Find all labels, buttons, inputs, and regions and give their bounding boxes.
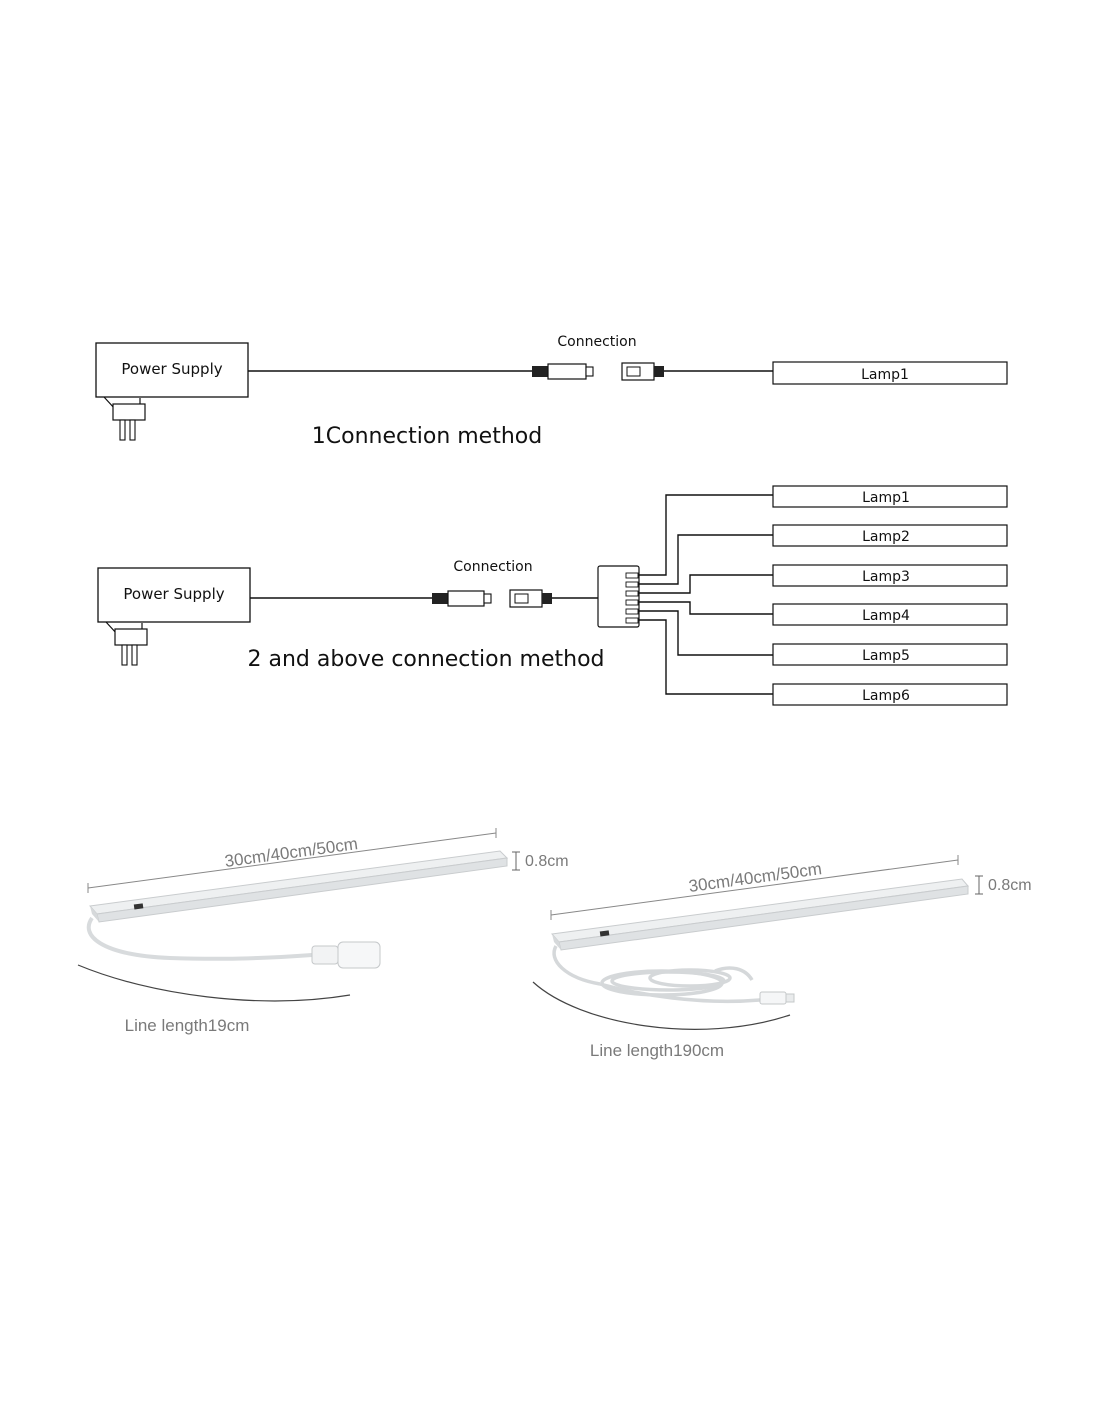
power-supply-2-label: Power Supply — [123, 585, 224, 603]
dc-female-connector-icon — [621, 362, 664, 381]
power-supply-2: Power Supply — [97, 567, 251, 666]
length-label: 30cm/40cm/50cm — [224, 834, 360, 871]
lamp-label: Lamp2 — [862, 529, 910, 545]
caption-multi: 2 and above connection method — [248, 647, 605, 672]
length-dimension-line — [550, 859, 959, 916]
diagram-multi-connection: Power Supply Connection — [97, 485, 1008, 706]
lamp-label: Lamp4 — [862, 608, 910, 624]
power-supply-1-label: Power Supply — [121, 360, 222, 378]
splitter-hub — [597, 565, 640, 628]
lamp-label: Lamp5 — [862, 648, 910, 664]
lamp-item: Lamp5 — [772, 643, 1008, 666]
coiled-cable — [552, 945, 761, 1004]
lamp-label: Lamp1 — [861, 367, 909, 383]
height-label: 0.8cm — [525, 853, 569, 870]
line-length-label: Line length19cm — [125, 1016, 250, 1035]
diagram-single-connection: Power Supply Connection Lamp1 1Connectio… — [95, 334, 1008, 449]
connection-label-2: Connection — [453, 559, 532, 575]
lamp-item: Lamp4 — [772, 603, 1008, 626]
caption-single: 1Connection method — [312, 424, 542, 449]
lamp-label: Lamp6 — [862, 688, 910, 704]
led-bar — [551, 878, 969, 951]
lamp-item: Lamp1 — [772, 485, 1008, 508]
cable — [86, 916, 313, 961]
lamp-item: Lamp3 — [772, 564, 1008, 587]
connection-label-1: Connection — [557, 334, 636, 350]
split-wires — [638, 494, 773, 695]
product-left: 30cm/40cm/50cm Line length19cm 0.8cm — [77, 828, 569, 1035]
sensor-icon — [133, 903, 144, 910]
dc-male-connector-icon — [432, 590, 492, 607]
line-length-arc — [77, 964, 351, 1002]
length-dimension-line — [87, 832, 497, 889]
lamp-list: Lamp1 Lamp2 Lamp3 Lamp4 Lamp5 Lamp6 — [772, 485, 1008, 706]
lamp-label: Lamp1 — [862, 490, 910, 506]
height-label: 0.8cm — [988, 877, 1032, 894]
plug-icon — [105, 621, 148, 666]
length-label: 30cm/40cm/50cm — [688, 859, 824, 896]
jst-connector-icon — [759, 991, 795, 1005]
led-bar — [89, 850, 509, 923]
product-right: 30cm/40cm/50cm Line length190cm 0.8cm — [532, 855, 1032, 1060]
dc-female-connector-icon — [509, 589, 552, 608]
power-supply-1: Power Supply — [95, 342, 249, 441]
lamp-box — [772, 361, 1008, 385]
lamp-label: Lamp3 — [862, 569, 910, 585]
dc-female-plug-icon — [311, 941, 381, 969]
line-length-label: Line length190cm — [590, 1041, 724, 1060]
sensor-icon — [599, 930, 610, 937]
dc-male-connector-icon — [532, 363, 594, 380]
lamp-item: Lamp6 — [772, 683, 1008, 706]
plug-icon — [103, 396, 146, 441]
lamp-item: Lamp2 — [772, 524, 1008, 547]
line-length-arc — [532, 981, 791, 1030]
